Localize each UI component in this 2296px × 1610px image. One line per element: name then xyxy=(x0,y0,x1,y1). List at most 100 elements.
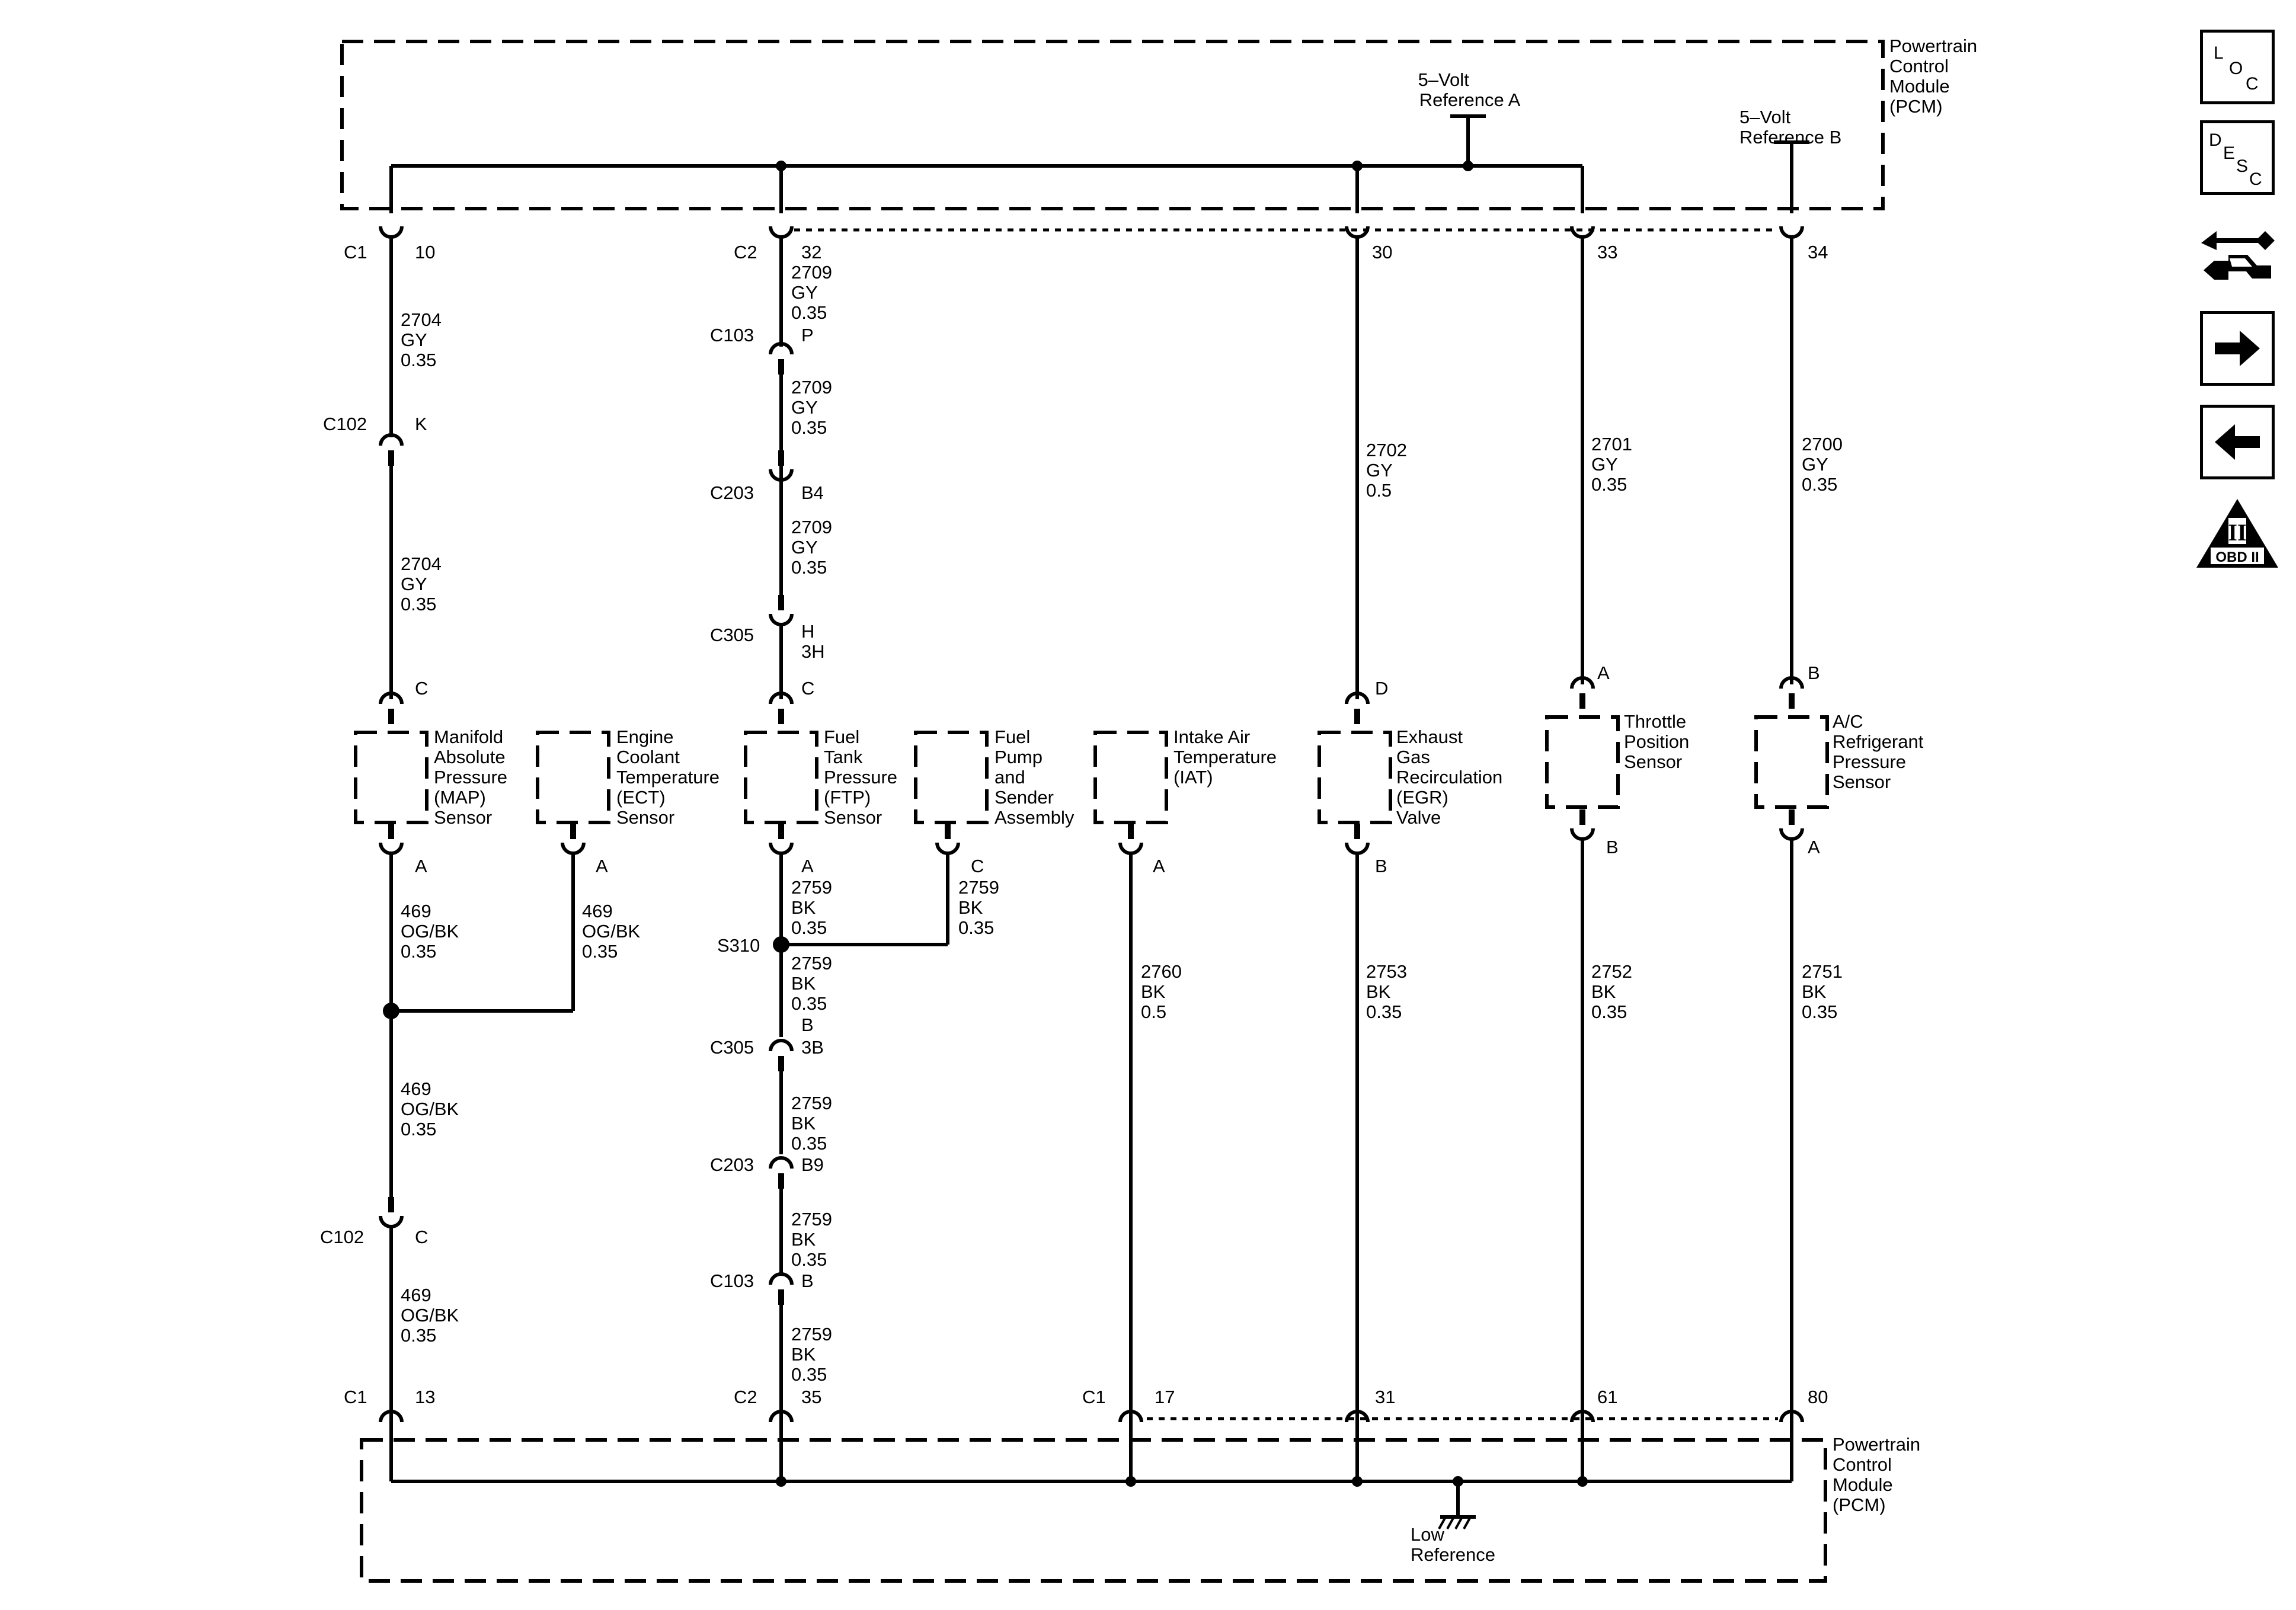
wire-2709-c: 2709 GY 0.35 xyxy=(791,517,837,578)
wire-2759-c103: 2759 BK 0.35 xyxy=(791,1324,837,1385)
top-pin-33: 33 xyxy=(1597,242,1617,263)
wire-2704-b: 2704 GY 0.35 xyxy=(401,553,447,614)
arrow-right-icon xyxy=(2215,331,2260,366)
c103-low-pinname: B xyxy=(801,1270,814,1291)
wire-2702: 2702 GY 0.5 xyxy=(1366,440,1412,501)
svg-text:E: E xyxy=(2223,143,2235,163)
iat-sensor-box xyxy=(1093,731,1168,824)
back-button[interactable] xyxy=(2200,405,2275,479)
wire-2759-fuel: 2759 BK 0.35 xyxy=(958,877,1005,938)
map-bottom-pin xyxy=(388,824,394,839)
c103-top-cup xyxy=(769,342,794,355)
desc-button[interactable]: D E S C xyxy=(2200,120,2275,195)
svg-text:S: S xyxy=(2236,156,2248,176)
wire-2760: 2760 BK 0.5 xyxy=(1141,961,1187,1022)
wire-469-ect: 469 OG/BK 0.35 xyxy=(582,901,645,962)
next-button[interactable] xyxy=(2200,311,2275,386)
tps-top-pin xyxy=(1579,693,1585,709)
egr-sensor-label: Exhaust Gas Recirculation (EGR) Valve xyxy=(1396,726,1508,828)
s310-splice xyxy=(773,936,789,953)
top-pin-c1: C1 xyxy=(344,242,367,263)
desc-icon: D E S C xyxy=(2209,130,2262,189)
c102-top-pinname: K xyxy=(415,414,427,434)
ground-icon xyxy=(1438,1481,1476,1529)
c305-top-pinname2: 3H xyxy=(801,641,825,662)
c305-top-name: C305 xyxy=(710,625,754,645)
map-sensor-label: Manifold Absolute Pressure (MAP) Sensor xyxy=(434,726,513,828)
wire-469-map: 469 OG/BK 0.35 xyxy=(401,901,464,962)
ftp-top-pin xyxy=(778,709,784,724)
egr-bottom-cup xyxy=(1345,842,1370,855)
egr-sensor-box xyxy=(1318,731,1392,824)
bottom-bus-node-5 xyxy=(1577,1476,1588,1487)
wire-469-bot: 469 OG/BK 0.35 xyxy=(401,1285,464,1346)
iat-bottom-cup xyxy=(1118,842,1143,855)
tps-bottom-pin xyxy=(1579,809,1585,825)
egr-pin-bottom: B xyxy=(1375,856,1387,876)
top-pin-30: 30 xyxy=(1372,242,1392,263)
svg-text:C: C xyxy=(2249,169,2262,189)
ftp-sensor-label: Fuel Tank Pressure (FTP) Sensor xyxy=(824,726,903,828)
tps-sensor-box xyxy=(1545,715,1620,809)
bottom-bus-node-1 xyxy=(776,1476,786,1487)
ac-top-pin xyxy=(1789,693,1795,709)
egr-pin-top: D xyxy=(1375,678,1388,699)
c305-low-pin xyxy=(778,1056,784,1071)
wire-2759-c203: 2759 BK 0.35 xyxy=(791,1209,837,1270)
ac-bottom-pin xyxy=(1789,809,1795,825)
top-connector-cups xyxy=(379,226,1804,239)
connector-harness-icon xyxy=(2201,231,2275,280)
ac-sensor-label: A/C Refrigerant Pressure Sensor xyxy=(1833,711,1929,792)
map-pin-bottom: A xyxy=(415,856,427,876)
bottom-bus-node-2 xyxy=(1125,1476,1136,1487)
ftp-sensor-box xyxy=(744,731,818,824)
ect-bottom-cup xyxy=(561,842,586,855)
c203-low-pin xyxy=(778,1173,784,1189)
low-reference-label: Low Reference xyxy=(1411,1524,1495,1565)
ac-top-cup xyxy=(1779,676,1804,689)
ect-map-splice xyxy=(383,1003,399,1019)
bottom-connector-cups xyxy=(379,1410,1804,1423)
top-pin-34: 34 xyxy=(1808,242,1828,263)
c103-low-name: C103 xyxy=(710,1270,754,1291)
svg-text:L: L xyxy=(2214,43,2224,63)
c103-top-name: C103 xyxy=(710,325,754,345)
obd-ii-button[interactable]: II OBD II xyxy=(2193,495,2282,572)
map-top-cup xyxy=(379,692,404,705)
ftp-top-cup xyxy=(769,692,794,705)
loc-icon: L O C xyxy=(2214,43,2259,94)
bot-pin-c1-b: C1 xyxy=(1082,1387,1106,1407)
map-pin-top: C xyxy=(415,678,428,699)
wire-2709-b: 2709 GY 0.35 xyxy=(791,377,837,438)
wire-2701: 2701 GY 0.35 xyxy=(1591,434,1638,495)
wire-2751: 2751 BK 0.35 xyxy=(1802,961,1848,1022)
loc-button[interactable]: L O C xyxy=(2200,30,2275,104)
iat-sensor-label: Intake Air Temperature (IAT) xyxy=(1173,726,1282,788)
tps-top-cup xyxy=(1570,676,1595,689)
map-bottom-cup xyxy=(379,842,404,855)
ac-bottom-cup xyxy=(1779,828,1804,841)
c102-top-name: C102 xyxy=(323,414,367,434)
ftp-pin-top: C xyxy=(801,678,814,699)
c103-top-pinname: P xyxy=(801,325,814,345)
c103-low-cup xyxy=(769,1272,794,1285)
map-top-pin xyxy=(388,709,394,724)
ac-sensor-box xyxy=(1754,715,1829,809)
tps-bottom-cup xyxy=(1570,828,1595,841)
c102-low-name: C102 xyxy=(320,1227,364,1247)
s310-label: S310 xyxy=(717,935,760,956)
bottom-bus-node-3 xyxy=(1352,1476,1363,1487)
component-view-button[interactable] xyxy=(2193,213,2282,290)
pcm-top-label: Powertrain Control Module (PCM) xyxy=(1889,36,1982,117)
ref-a-label: 5–Volt Reference A xyxy=(1418,69,1521,110)
c102-low-pinname: C xyxy=(415,1227,428,1247)
ftp-bottom-cup xyxy=(769,842,794,855)
c203-top-pin xyxy=(778,450,784,466)
egr-bottom-pin xyxy=(1354,824,1360,839)
bot-pin-17: 17 xyxy=(1155,1387,1175,1407)
ac-pin-top: B xyxy=(1808,662,1820,683)
c305-low-pinname: B xyxy=(801,1014,814,1035)
fuel-bottom-cup xyxy=(935,842,960,855)
bot-pin-13: 13 xyxy=(415,1387,435,1407)
tps-pin-top: A xyxy=(1597,662,1610,683)
